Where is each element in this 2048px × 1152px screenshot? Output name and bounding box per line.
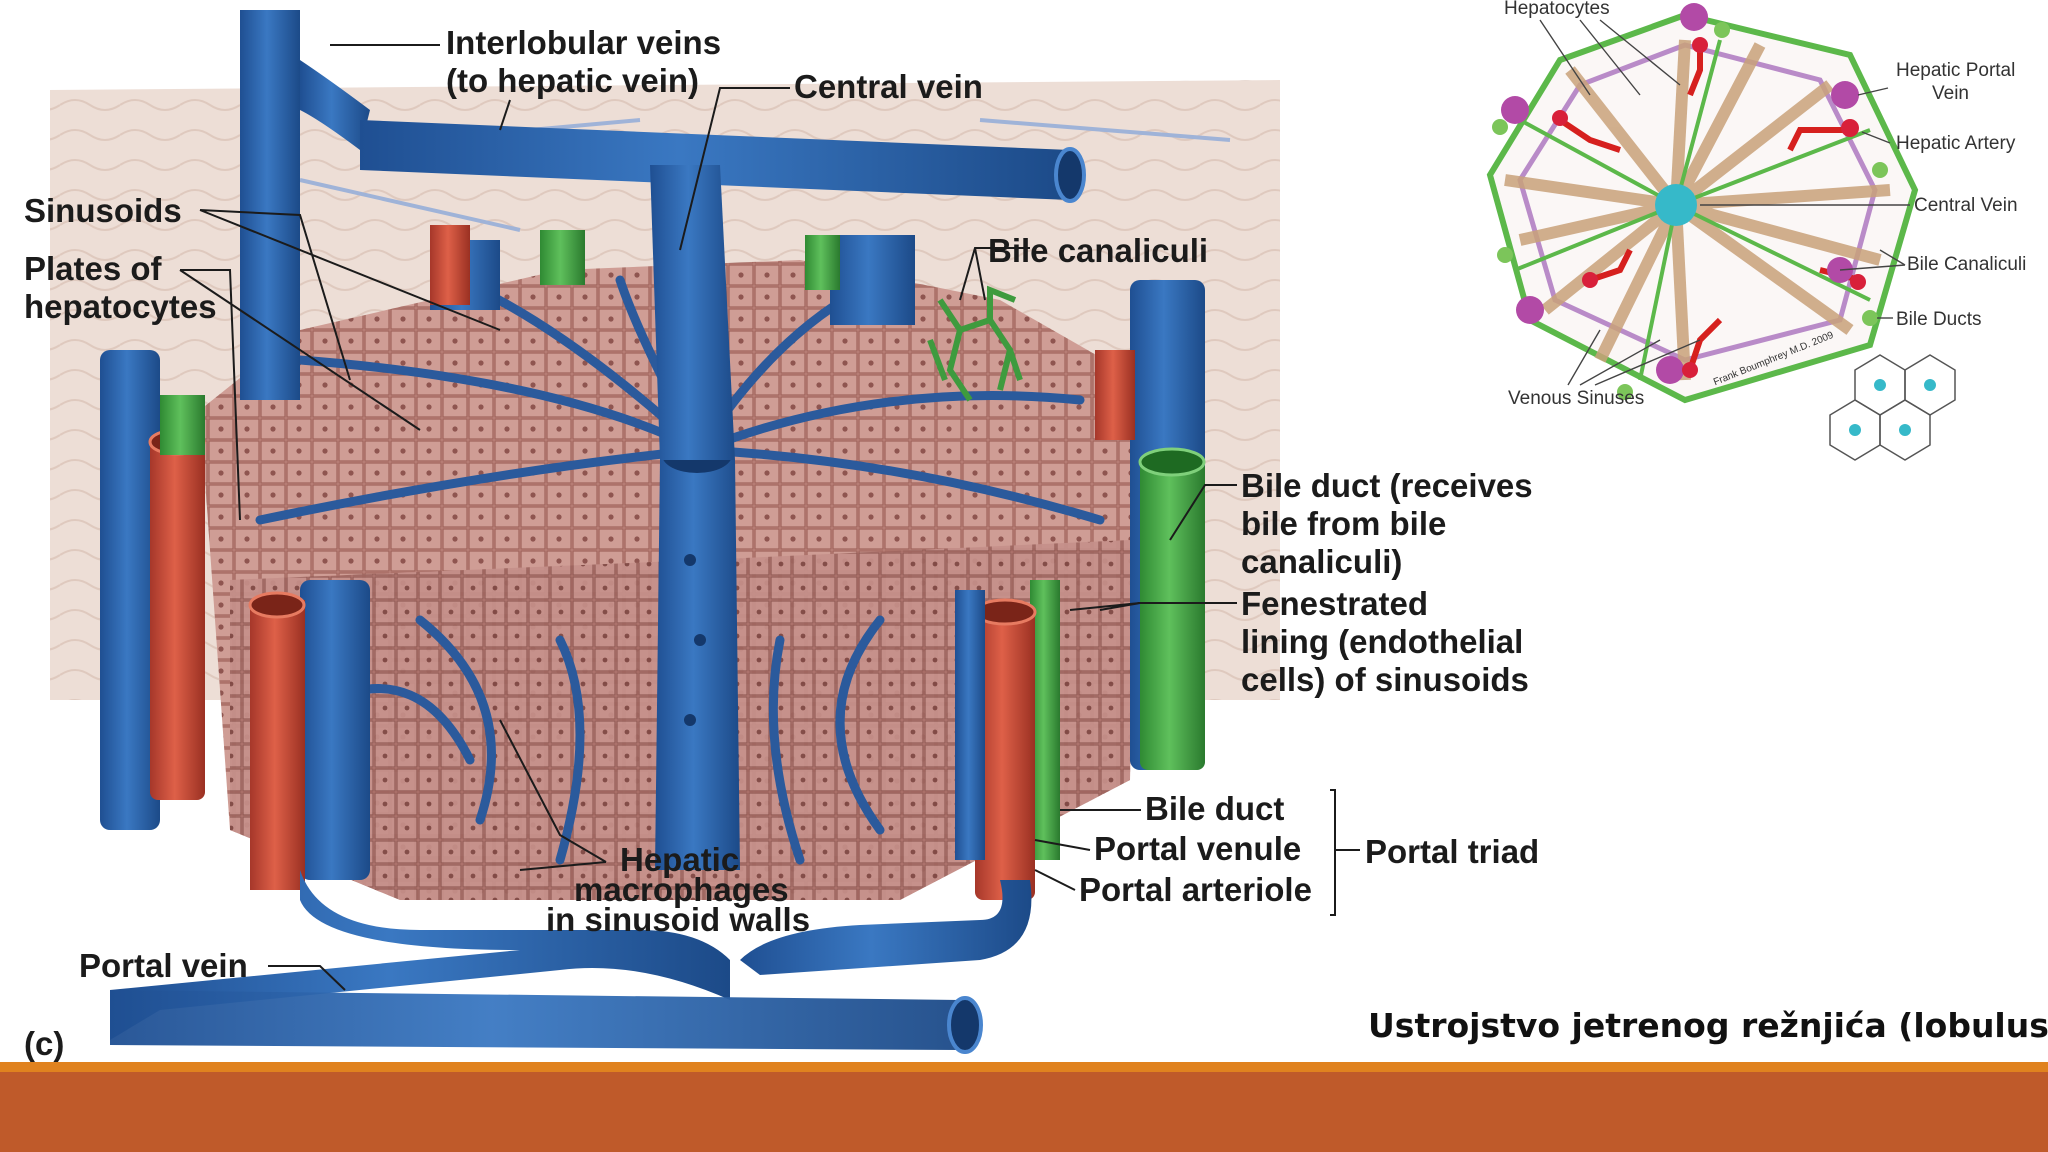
inset-hexagon-grid xyxy=(1829,354,1956,461)
label-fenestrated-3: cells) of sinusoids xyxy=(1241,661,1529,698)
inset-label-bile-canaliculi: Bile Canaliculi xyxy=(1907,254,2027,275)
inset-label-hepatocytes: Hepatocytes xyxy=(1504,0,1610,19)
inset-leader-lines xyxy=(1539,19,1910,386)
label-bile-duct-receives-1: Bile duct (receives xyxy=(1241,467,1533,504)
label-fenestrated-1: Fenestrated xyxy=(1241,585,1429,622)
inset-label-hepatic-artery: Hepatic Artery xyxy=(1896,133,2016,154)
inset-label-hepatic-portal-1: Hepatic Portal xyxy=(1896,60,2016,81)
label-bile-canaliculi: Bile canaliculi xyxy=(988,232,1209,269)
inset-artery-nodes xyxy=(1552,37,1866,378)
inset-label-venous-sinuses: Venous Sinuses xyxy=(1508,388,1645,409)
inset-hepatocyte-cords xyxy=(1504,39,1891,381)
label-portal-triad: Portal triad xyxy=(1365,833,1540,870)
label-central-vein: Central vein xyxy=(794,68,983,105)
label-fenestrated-2: lining (endothelial xyxy=(1241,623,1524,660)
inset-label-central-vein: Central Vein xyxy=(1914,195,2018,216)
label-portal-venule: Portal venule xyxy=(1094,830,1302,867)
slide-caption: Ustrojstvo jetrenog režnjića (lobulusa) xyxy=(1368,1006,2048,1045)
inset-portal-vein-nodes xyxy=(1501,3,1859,384)
interlobular-veins xyxy=(240,10,1086,460)
label-macrophages-1: Hepatic xyxy=(620,841,740,878)
label-interlobular-veins-note: (to hepatic vein) xyxy=(446,62,700,99)
label-macrophages-3: in sinusoid walls xyxy=(546,901,811,938)
inset-central-vein-dot xyxy=(1655,184,1697,226)
label-macrophages-2: macrophages xyxy=(574,871,789,908)
label-leader-lines xyxy=(179,44,1360,991)
label-bile-duct: Bile duct xyxy=(1145,790,1285,827)
footer-accent-stripe xyxy=(0,1062,2048,1072)
label-portal-vein: Portal vein xyxy=(79,947,248,984)
portal-vein xyxy=(110,870,1032,1054)
label-interlobular-veins: Interlobular veins xyxy=(446,24,722,61)
bile-canaliculi-network xyxy=(927,285,1023,402)
label-plates-line1: Plates of xyxy=(24,250,162,287)
label-bile-duct-receives-3: canaliculi) xyxy=(1241,543,1403,580)
label-portal-arteriole: Portal arteriole xyxy=(1079,871,1312,908)
inset-label-hepatic-portal-2: Vein xyxy=(1932,83,1969,104)
footer-band xyxy=(0,1072,2048,1152)
label-sinusoids: Sinusoids xyxy=(24,192,182,229)
label-panel-letter: (c) xyxy=(24,1025,65,1062)
portal-triad-vessels xyxy=(100,225,1206,900)
central-vein-cutaway xyxy=(655,437,740,870)
inset-label-bile-ducts: Bile Ducts xyxy=(1896,309,1982,330)
inset-bile-duct-nodes xyxy=(1492,22,1888,400)
label-bile-duct-receives-2: bile from bile xyxy=(1241,505,1447,542)
inset-lobule-schematic xyxy=(1486,3,1956,461)
label-plates-line2: hepatocytes xyxy=(24,288,217,325)
